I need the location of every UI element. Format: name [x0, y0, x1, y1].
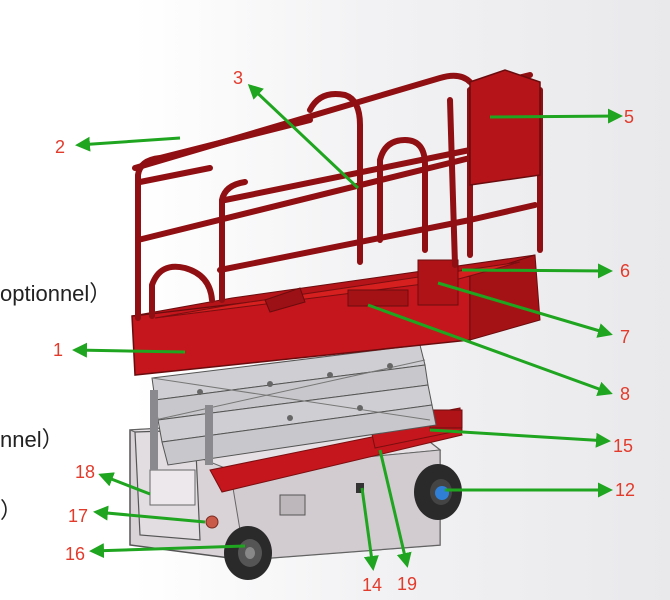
callout-8: 8 [620, 384, 631, 404]
callout-7: 7 [620, 327, 631, 347]
arrow-19 [378, 449, 412, 568]
callout-19: 19 [397, 574, 418, 594]
callout-12: 12 [615, 480, 636, 500]
arrow-7 [437, 281, 613, 338]
deck-extension-latch [347, 289, 409, 307]
control-box-holder [417, 259, 459, 306]
arrow-2 [75, 136, 181, 152]
callout-15: 15 [613, 436, 634, 456]
callout-5: 5 [624, 107, 635, 127]
side-text-3: ） [0, 498, 23, 523]
rear-gate-panel [469, 69, 541, 186]
callout-17: 17 [68, 506, 89, 526]
arrow-18 [98, 472, 151, 496]
side-text-2: nnel） [0, 427, 64, 452]
wheel-hub [435, 486, 449, 500]
callout-1: 1 [53, 340, 64, 360]
arrow-8 [367, 303, 613, 396]
arrow-15 [429, 428, 611, 448]
platform [131, 254, 541, 376]
arrow-3 [247, 83, 360, 190]
callout-3: 3 [233, 68, 244, 88]
callout-18: 18 [75, 462, 96, 482]
arrow-5 [489, 108, 623, 124]
arrow-17 [93, 505, 206, 524]
arrow-16 [89, 543, 246, 559]
callout-16: 16 [65, 544, 86, 564]
rear-wheel [414, 464, 462, 520]
callout-2: 2 [55, 137, 66, 157]
guardrails [132, 72, 543, 321]
callout-6: 6 [620, 261, 631, 281]
charging-port [205, 515, 219, 529]
callout-14: 14 [362, 575, 383, 595]
emergency-lowering-knob [356, 483, 364, 493]
access-panel [279, 494, 306, 516]
scissor-stack [150, 344, 437, 470]
leader-arrows [72, 83, 623, 571]
arrow-1 [72, 342, 186, 358]
side-text-1: optionnel） [0, 281, 112, 306]
arrow-14 [360, 487, 379, 571]
front-wheel [224, 526, 272, 580]
arrow-6 [461, 263, 613, 279]
